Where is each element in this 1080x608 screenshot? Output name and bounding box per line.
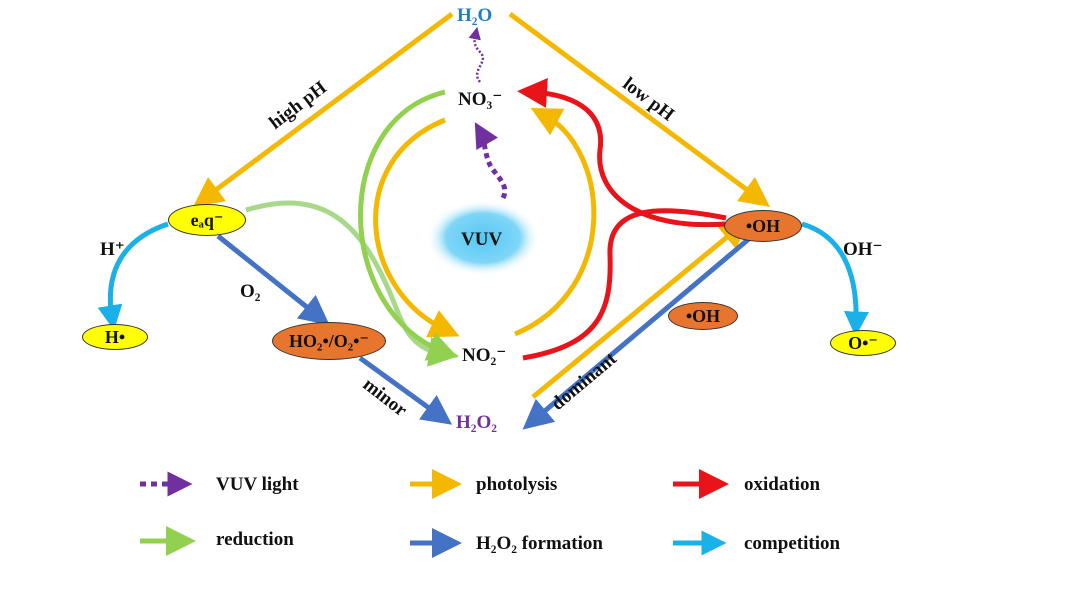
arrow-eaq-to-h-radical: [97, 221, 169, 331]
legend-photolysis-label: photolysis: [476, 474, 558, 495]
arrow-h2o-to-oh: [508, 11, 771, 207]
arrow-ho2-to-h2o2: [358, 355, 453, 425]
h2o2-label: H₂O₂: [456, 412, 497, 433]
arrow-oh-to-o-radical: [801, 221, 869, 337]
o2-label: O₂: [240, 281, 261, 302]
arrow-no2-to-oh-oxidation: [522, 208, 727, 361]
arrow-h2o2-to-oh: [531, 218, 750, 399]
o-radical-node: O•⁻: [830, 330, 896, 356]
arrow-eaq-to-no2-reduction: [245, 200, 459, 367]
eaq-node: eₐq⁻: [168, 204, 246, 236]
no3-label: NO₃⁻: [458, 89, 503, 110]
arrow-oh-to-h2o2: [522, 236, 752, 430]
arrow-vuv-to-no3: [474, 122, 508, 200]
legend-oxidation-label: oxidation: [744, 474, 821, 495]
legend-vuv-label: VUV light: [216, 474, 299, 495]
oh-radical-node: •OH: [724, 210, 802, 242]
vuv-glow: [426, 200, 540, 276]
legend-reduction-label: reduction: [216, 529, 294, 550]
no2-label: NO₂⁻: [462, 345, 507, 366]
arrow-no3-to-no2-photolysis: [373, 117, 460, 338]
arrow-eaq-to-ho2: [216, 234, 330, 326]
h2o-label: H₂O: [457, 5, 493, 26]
oh-minus-label: OH⁻: [843, 239, 883, 260]
oh-radical-mid-node: •OH: [668, 302, 738, 330]
arrow-no3-to-h2o: [468, 26, 485, 83]
legend-h2o2-label: H₂O₂ formation: [476, 533, 603, 554]
h-radical-node: H•: [82, 324, 148, 350]
arrow-no2-to-no3-photolysis: [514, 107, 597, 337]
ho2-node: HO₂•/O₂•⁻: [272, 322, 386, 360]
arrow-no3-to-no2-reduction: [358, 89, 458, 361]
vuv-label: VUV: [461, 229, 503, 250]
arrow-h2o-to-eaq: [192, 11, 454, 207]
legend-competition-label: competition: [744, 533, 841, 554]
arrow-oh-to-no3-oxidation: [517, 77, 726, 228]
h-plus-label: H⁺: [100, 239, 125, 260]
